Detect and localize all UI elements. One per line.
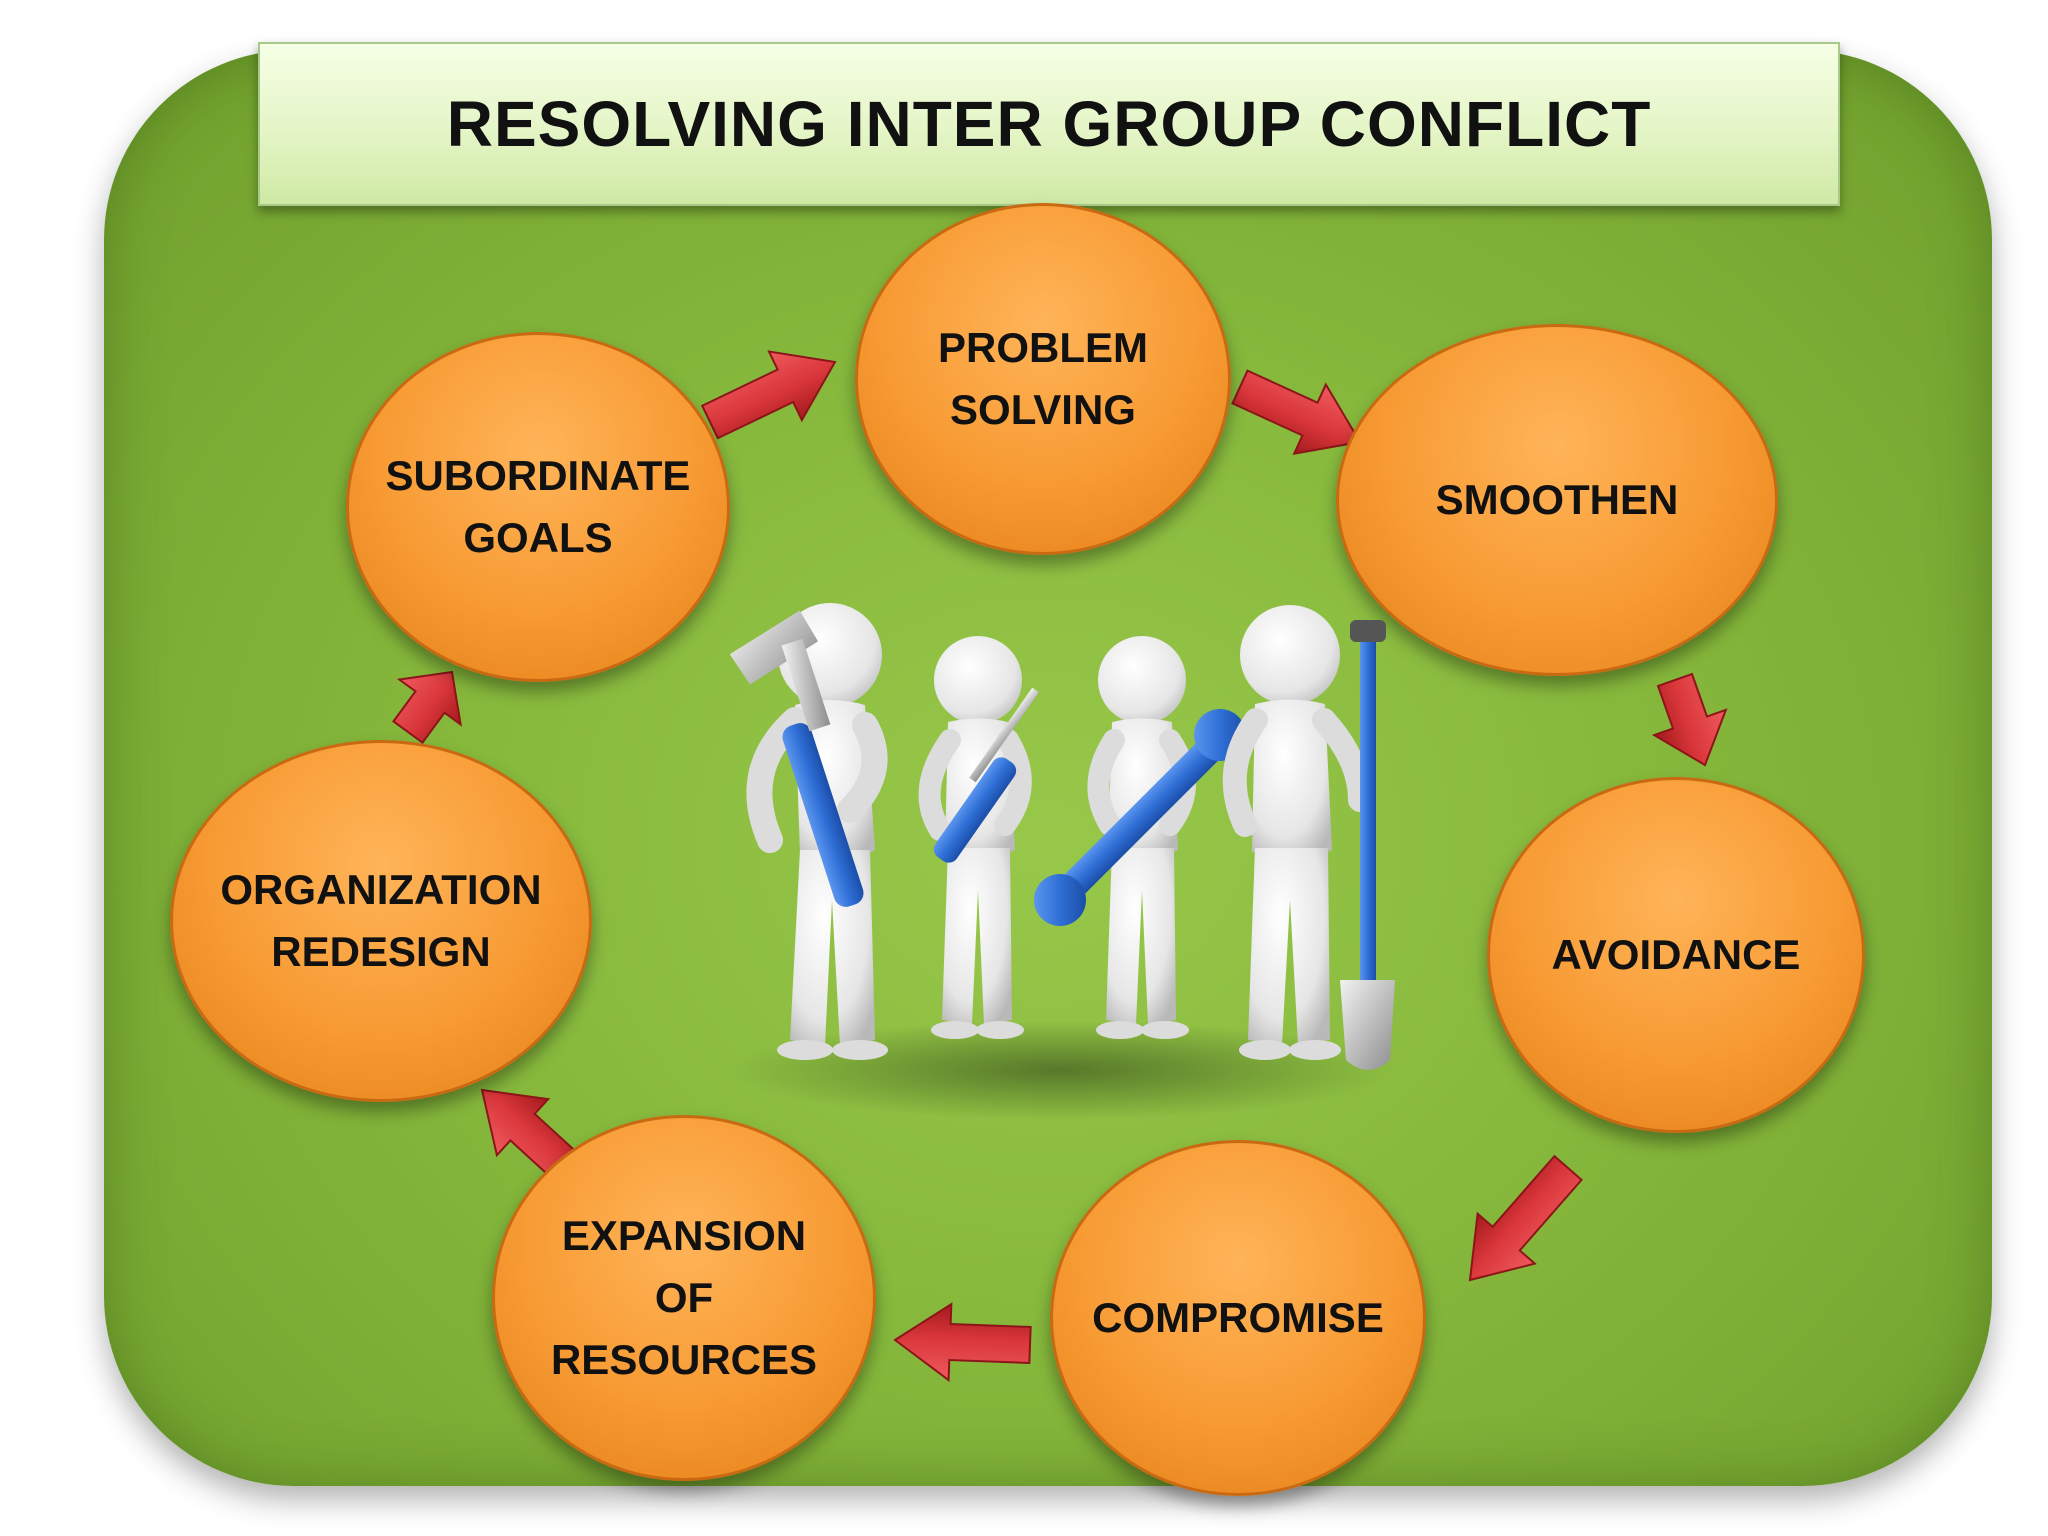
node-subordinate-goals: SUBORDINATE GOALS xyxy=(346,332,730,682)
figure-with-hammer-icon xyxy=(729,603,888,1060)
node-label: AVOIDANCE xyxy=(1551,931,1801,978)
node-label: SUBORDINATE GOALS xyxy=(385,452,691,561)
node-avoidance: AVOIDANCE xyxy=(1487,777,1865,1133)
node-label: ORGANIZATION REDESIGN xyxy=(220,866,542,975)
node-smoothen: SMOOTHEN xyxy=(1336,324,1778,676)
node-problem-solving: PROBLEM SOLVING xyxy=(855,203,1231,555)
figure-with-shovel-icon xyxy=(1222,605,1395,1070)
node-organization-redesign: ORGANIZATION REDESIGN xyxy=(170,740,592,1102)
node-compromise: COMPROMISE xyxy=(1050,1140,1426,1496)
team-with-tools-illustration xyxy=(729,603,1395,1120)
node-label: SMOOTHEN xyxy=(1435,476,1679,523)
diagram-title: RESOLVING INTER GROUP CONFLICT xyxy=(446,88,1652,160)
title-banner: RESOLVING INTER GROUP CONFLICT xyxy=(258,42,1840,206)
figure-with-wrench-icon xyxy=(1034,636,1246,1039)
node-label: PROBLEM SOLVING xyxy=(938,324,1148,433)
node-label: COMPROMISE xyxy=(1092,1294,1384,1341)
figure-with-screwdriver-icon xyxy=(918,636,1039,1039)
node-expansion-of-resources: EXPANSION OF RESOURCES xyxy=(492,1115,876,1481)
node-label: EXPANSION OF RESOURCES xyxy=(550,1212,818,1383)
